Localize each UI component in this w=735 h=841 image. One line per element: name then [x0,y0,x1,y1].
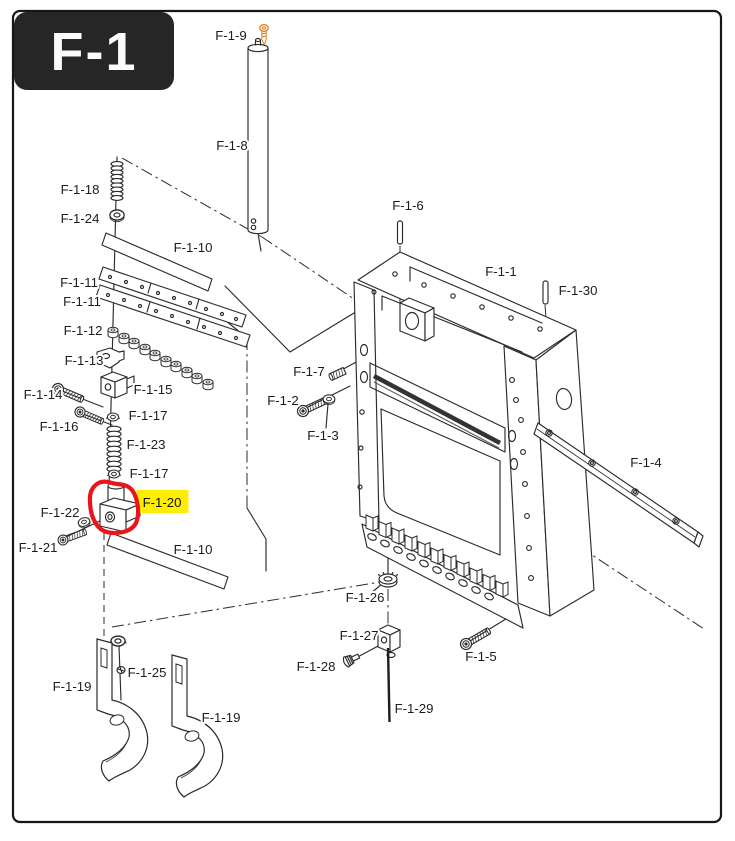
part-screw-f-1-25 [116,666,126,674]
part-screw-f-1-21 [56,526,89,547]
part-label-f-1-2: F-1-2 [267,393,299,408]
part-label-f-1-17-lower: F-1-17 [130,466,169,481]
part-block-f-1-27 [377,624,401,659]
part-rail-f-1-4 [533,422,704,548]
figure-badge-background [14,12,174,90]
part-washer-f-1-24 [109,209,125,223]
part-spring-f-1-18 [110,161,124,201]
part-screw-f-1-9 [259,23,269,45]
part-screw-f-1-5 [457,624,493,653]
part-label-f-1-3: F-1-3 [307,428,339,443]
part-nut-f-1-26 [377,571,399,588]
highlight-circle [87,479,141,535]
part-label-f-1-22: F-1-22 [41,505,80,520]
part-label-f-1-1: F-1-1 [485,264,517,279]
part-hook-f-1-19-left [96,638,149,782]
part-label-f-1-18: F-1-18 [61,182,100,197]
part-nut-f-1-17-lower [106,469,122,479]
part-label-f-1-10-upper: F-1-10 [174,240,213,255]
part-label-f-1-21: F-1-21 [19,540,58,555]
part-label-f-1-9: F-1-9 [215,28,247,43]
part-hook-f-1-19-right [171,654,224,798]
construction-lines [61,156,705,701]
page-border [11,9,723,824]
part-label-f-1-5: F-1-5 [465,649,497,664]
part-label-f-1-14: F-1-14 [24,387,63,402]
figure-badge-label: F-1 [51,22,138,82]
part-strip-f-1-10-upper [101,232,213,292]
part-plate-f-1-11-a [98,266,247,328]
part-label-f-1-8: F-1-8 [216,138,248,153]
part-label-f-1-4: F-1-4 [630,455,662,470]
part-label-f-1-30: F-1-30 [559,283,598,298]
part-label-f-1-20: F-1-20 [143,495,182,510]
part-label-f-1-26: F-1-26 [346,590,385,605]
part-label-f-1-11-b: F-1-11 [63,294,101,309]
part-label-f-1-17-upper: F-1-17 [129,408,168,423]
part-label-f-1-24: F-1-24 [61,211,100,226]
part-label-f-1-25: F-1-25 [128,665,167,680]
part-bracket-f-1-13 [96,347,125,369]
part-label-f-1-19-left: F-1-19 [53,679,92,694]
part-label-f-1-23: F-1-23 [127,437,166,452]
part-label-f-1-11-a: F-1-11 [60,275,98,290]
part-rod-f-1-8 [247,37,269,252]
part-rod-f-1-29 [386,647,391,723]
part-pin-f-1-6 [396,220,404,245]
part-nut-f-1-17-upper [105,412,121,422]
part-frame-f-1-1 [353,251,595,629]
part-pin-f-1-30 [542,280,549,305]
part-setscrew-f-1-7 [327,366,347,382]
part-washer-f-1-3 [322,394,336,406]
figure-badge: F-1 [14,12,174,90]
part-label-f-1-15: F-1-15 [134,382,173,397]
part-label-f-1-19-right: F-1-19 [202,710,241,725]
part-label-f-1-10-lower: F-1-10 [174,542,213,557]
part-strip-f-1-10-lower [106,532,229,590]
part-spring-f-1-23 [106,425,122,473]
part-label-f-1-29: F-1-29 [395,701,434,716]
part-plate-f-1-11-b [95,284,251,348]
part-label-f-1-13: F-1-13 [65,353,104,368]
part-label-f-1-16: F-1-16 [40,419,79,434]
part-label-f-1-6: F-1-6 [392,198,424,213]
part-labels: F-1-9 F-1-8 F-1-18 F-1-24 F-1-10 F-1-11 … [17,26,664,727]
part-thumbscrew-f-1-28 [342,653,361,668]
part-label-f-1-28: F-1-28 [297,659,336,674]
part-block-f-1-15 [100,371,135,399]
part-label-f-1-12: F-1-12 [64,323,103,338]
highlight-box [136,490,189,513]
part-label-f-1-27: F-1-27 [340,628,379,643]
part-label-f-1-7: F-1-7 [293,364,325,379]
